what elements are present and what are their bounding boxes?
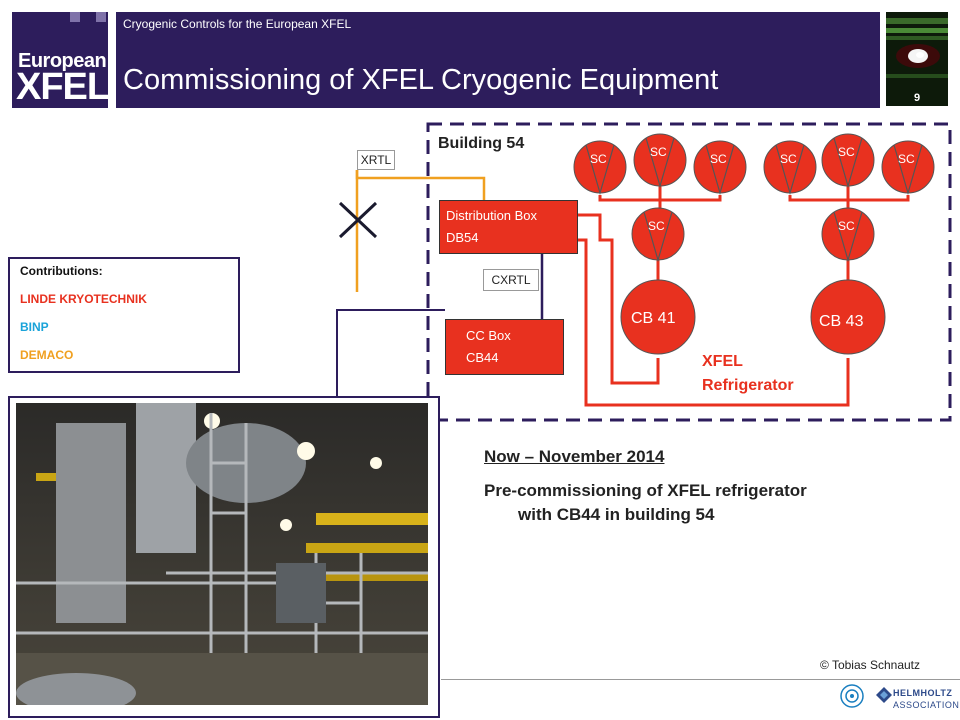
logo-text-european: European xyxy=(18,50,107,72)
cxrtl-label: CXRTL xyxy=(483,269,539,291)
xrtl-line-top xyxy=(355,170,486,200)
logo-text-xfel: XFEL xyxy=(16,66,110,108)
sc-compressor: SC xyxy=(693,140,747,196)
sc-compressor-circle xyxy=(763,140,817,194)
sc-label: SC xyxy=(838,145,855,159)
sc-compressor-circle xyxy=(631,207,685,261)
distribution-box-id: DB54 xyxy=(446,230,479,245)
timeline-heading: Now – November 2014 xyxy=(484,447,665,466)
slide-title: Commissioning of XFEL Cryogenic Equipmen… xyxy=(123,64,719,96)
distribution-box xyxy=(439,200,578,254)
helmholtz-subtext: ASSOCIATION xyxy=(893,700,960,710)
sc-compressor: SC xyxy=(821,207,875,263)
refrigerator-label: XFEL xyxy=(702,353,743,370)
cold-box-cb43 xyxy=(810,279,886,355)
header-subtitle: Cryogenic Controls for the European XFEL xyxy=(123,17,352,31)
sc-compressor-symbol xyxy=(833,211,863,263)
sc-compressor-symbol xyxy=(645,137,675,189)
sc-compressor-circle xyxy=(633,133,687,187)
contributor-binp: BINP xyxy=(20,320,49,334)
cut-mark xyxy=(338,201,378,239)
description-line: with CB44 in building 54 xyxy=(518,505,715,524)
sc-compressor-symbol xyxy=(705,144,735,196)
xfel-logo xyxy=(12,12,108,108)
sc-compressor: SC xyxy=(633,133,687,189)
building-label: Building 54 xyxy=(438,135,525,152)
header-thumbnail-image xyxy=(886,12,948,106)
sc-label: SC xyxy=(590,152,607,166)
sc-compressor-circle xyxy=(821,133,875,187)
footer-divider xyxy=(441,679,960,680)
sc-compressor-circle xyxy=(573,140,627,194)
cc-box-label: CC Box xyxy=(466,328,511,343)
desy-logo-icon xyxy=(840,684,864,708)
sc-label: SC xyxy=(650,145,667,159)
logo-square xyxy=(70,12,80,22)
cc-box xyxy=(445,319,564,375)
helmholtz-text: HELMHOLTZ xyxy=(893,688,953,698)
photo-connector-line xyxy=(336,309,445,398)
sc-label: SC xyxy=(898,152,915,166)
refrigerator-photo xyxy=(16,403,428,705)
logo-square xyxy=(96,12,106,22)
photo-credit: © Tobias Schnautz xyxy=(820,658,921,672)
distribution-box-label: Distribution Box xyxy=(446,208,538,223)
xrtl-label: XRTL xyxy=(357,150,395,170)
contributions-title: Contributions: xyxy=(20,264,103,278)
header-bar xyxy=(116,12,880,108)
sc-label: SC xyxy=(838,219,855,233)
sc-label: SC xyxy=(648,219,665,233)
pipe-db-cb43 xyxy=(578,238,850,407)
contributions-box xyxy=(8,257,240,373)
cb41-label: CB 41 xyxy=(631,310,676,327)
sc-compressor-circle xyxy=(881,140,935,194)
sc-compressor-circle xyxy=(821,207,875,261)
cb43-label: CB 43 xyxy=(819,313,864,330)
sc-compressor: SC xyxy=(821,133,875,189)
building-54-boundary xyxy=(426,122,952,422)
description-line: Pre-commissioning of XFEL refrigerator xyxy=(484,481,807,500)
contributor-demaco: DEMACO xyxy=(20,348,74,362)
refrigerator-label: Refrigerator xyxy=(702,377,794,394)
pipe-db-cb41 xyxy=(578,213,660,385)
sc-compressor: SC xyxy=(631,207,685,263)
sc-label: SC xyxy=(780,152,797,166)
helmholtz-logo-icon xyxy=(876,685,892,710)
sc-compressor-symbol xyxy=(775,144,805,196)
sc-compressor: SC xyxy=(763,140,817,196)
page-number: 9 xyxy=(913,92,921,104)
sc-compressor-symbol xyxy=(643,211,673,263)
sc-compressor-symbol xyxy=(833,137,863,189)
cold-box-cb41 xyxy=(620,279,696,355)
sc-compressor-symbol xyxy=(893,144,923,196)
sc-compressor: SC xyxy=(573,140,627,196)
sc-compressor-circle xyxy=(693,140,747,194)
sc-compressor: SC xyxy=(881,140,935,196)
sc-compressor-symbol xyxy=(585,144,615,196)
cc-box-id: CB44 xyxy=(466,350,499,365)
sc-label: SC xyxy=(710,152,727,166)
contributor-linde: LINDE KRYOTECHNIK xyxy=(20,292,147,306)
